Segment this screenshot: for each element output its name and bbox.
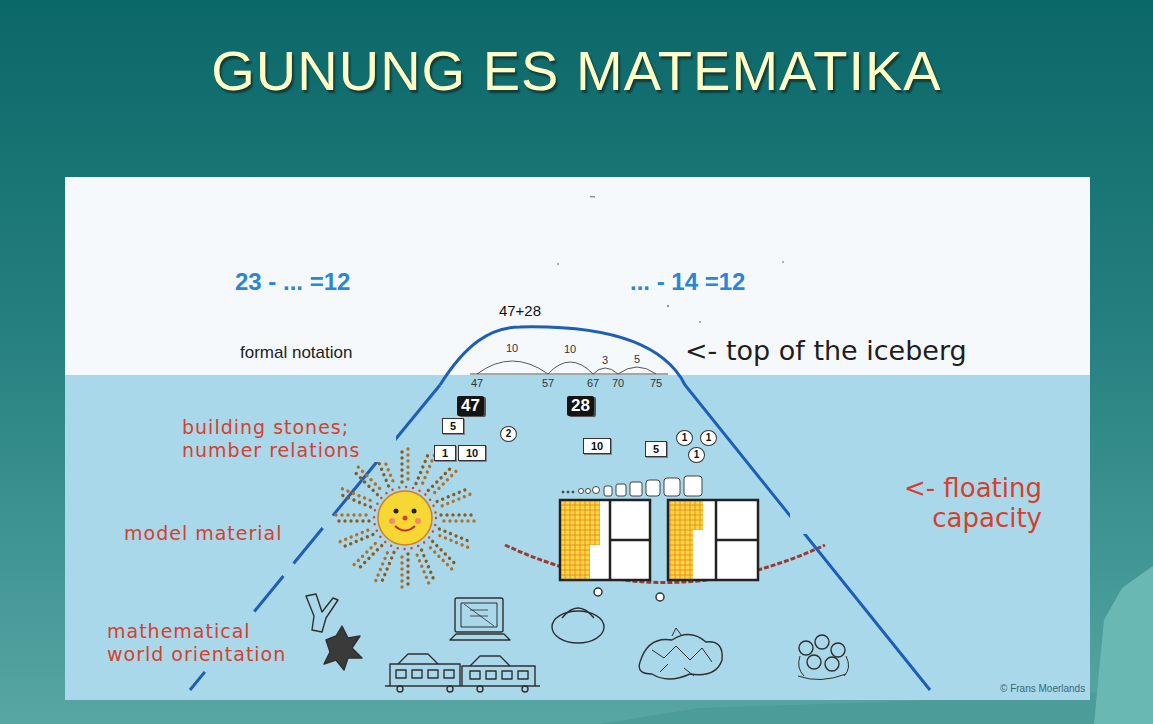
number-card: 5 bbox=[442, 418, 464, 434]
node-text: 2 bbox=[506, 428, 512, 439]
node-text: 1 bbox=[694, 449, 700, 460]
number-bead: 1 bbox=[676, 430, 693, 446]
hop-size: 10 bbox=[506, 342, 518, 355]
paper-specks bbox=[557, 196, 784, 323]
mountain-deco bbox=[1094, 566, 1153, 724]
number-card: 10 bbox=[583, 438, 611, 454]
number-line-value: 75 bbox=[650, 377, 662, 390]
number-line-value: 57 bbox=[542, 377, 554, 390]
hundred-board bbox=[668, 500, 758, 580]
number-tile: 47 bbox=[457, 396, 484, 416]
beads-and-jars bbox=[562, 476, 702, 496]
number-card: 5 bbox=[645, 441, 667, 457]
hundred-board bbox=[560, 500, 650, 580]
layer-label: formal notation bbox=[240, 343, 352, 363]
layer-label: mathematical world orientation bbox=[105, 620, 307, 666]
water bbox=[65, 375, 1090, 700]
node-text: 5 bbox=[653, 443, 659, 455]
node-text: 10 bbox=[591, 440, 603, 452]
node-text: 10 bbox=[466, 447, 478, 459]
world-sketches bbox=[306, 594, 849, 692]
layer-label: model material bbox=[122, 522, 285, 545]
hop-size: 3 bbox=[602, 354, 608, 367]
number-tile: 28 bbox=[567, 396, 594, 416]
sum-expression: 47+28 bbox=[499, 302, 541, 319]
number-bead: 1 bbox=[700, 430, 717, 446]
number-line-value: 47 bbox=[471, 377, 483, 390]
slide-title: GUNUNG ES MATEMATIKA bbox=[0, 38, 1153, 103]
layer-label: building stones; number relations bbox=[180, 416, 396, 462]
number-bead: 1 bbox=[688, 447, 705, 463]
exercise-equation: ... - 14 =12 bbox=[630, 268, 745, 296]
number-card: 1 bbox=[434, 445, 456, 461]
node-text: 1 bbox=[682, 432, 688, 443]
callout-label: <- floating capacity bbox=[790, 474, 1044, 534]
exercise-equation: 23 - ... =12 bbox=[235, 268, 350, 296]
number-bead: 2 bbox=[500, 426, 517, 442]
copyright-note: © Frans Moerlands bbox=[1000, 683, 1085, 695]
node-text: 47 bbox=[461, 396, 480, 415]
model-arc bbox=[505, 545, 825, 601]
number-line-value: 67 bbox=[587, 377, 599, 390]
picture-panel bbox=[65, 177, 1090, 700]
callout-label: <- top of the iceberg bbox=[685, 335, 967, 366]
hop-size: 5 bbox=[634, 353, 640, 366]
number-card: 10 bbox=[458, 445, 486, 461]
sun-model bbox=[333, 446, 477, 590]
number-line-value: 70 bbox=[612, 377, 624, 390]
hop-size: 10 bbox=[564, 343, 576, 356]
node-text: 1 bbox=[442, 447, 448, 459]
node-text: 1 bbox=[706, 432, 712, 443]
node-text: 28 bbox=[571, 396, 590, 415]
node-text: 5 bbox=[450, 420, 456, 432]
